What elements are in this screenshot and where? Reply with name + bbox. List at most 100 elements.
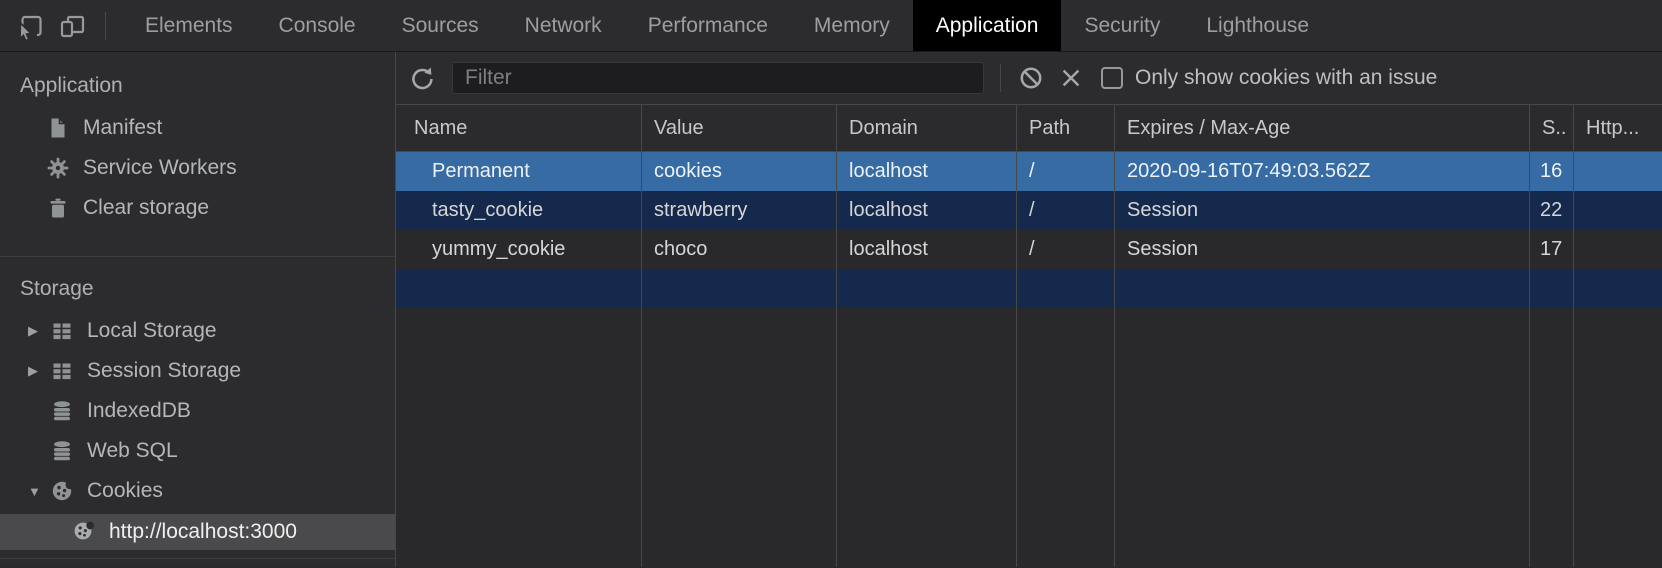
cell-httponly[interactable]: [1574, 191, 1662, 230]
cell-name[interactable]: tasty_cookie: [396, 191, 642, 230]
empty-cell: [837, 269, 1017, 308]
sidebar-section-divider: [0, 256, 395, 257]
empty-cell: [1574, 308, 1662, 567]
tab-application[interactable]: Application: [912, 0, 1062, 51]
table-empty-area: [396, 308, 1662, 567]
cell-domain[interactable]: localhost: [837, 191, 1017, 230]
tab-sources[interactable]: Sources: [401, 13, 479, 37]
cell-expires[interactable]: Session: [1115, 230, 1530, 269]
empty-cell: [1115, 308, 1530, 567]
device-toolbar-icon[interactable]: [57, 9, 87, 43]
cell-value[interactable]: cookies: [642, 152, 837, 191]
database-icon: [50, 439, 74, 463]
column-header-domain[interactable]: Domain: [837, 105, 1017, 151]
cell-value[interactable]: strawberry: [642, 191, 837, 230]
sidebar-item-service-workers[interactable]: Service Workers: [0, 148, 395, 188]
empty-cell: [642, 269, 837, 308]
only-issue-label[interactable]: Only show cookies with an issue: [1135, 66, 1438, 89]
cookie-row-tasty-cookie[interactable]: tasty_cookie strawberry localhost / Sess…: [396, 191, 1662, 230]
empty-cell: [1017, 269, 1115, 308]
sidebar-item-label: Clear storage: [83, 196, 210, 219]
sidebar-item-web-sql[interactable]: Web SQL: [0, 431, 395, 471]
empty-cell: [1530, 308, 1574, 567]
chevron-collapsed-icon[interactable]: ▶: [28, 323, 38, 338]
sidebar-section-title-application: Application: [20, 74, 123, 97]
toolbar-divider: [105, 11, 106, 40]
column-header-httponly[interactable]: Http...: [1586, 117, 1640, 139]
cell-name[interactable]: Permanent: [396, 152, 642, 191]
gear-icon: [46, 156, 70, 180]
column-header-value[interactable]: Value: [642, 105, 837, 151]
chevron-collapsed-icon[interactable]: ▶: [28, 363, 38, 378]
empty-row: [396, 269, 1662, 308]
cell-size[interactable]: 22: [1530, 191, 1574, 230]
clear-all-icon[interactable]: [1011, 60, 1051, 96]
sidebar-item-label: http://localhost:3000: [109, 520, 297, 543]
column-header-expires[interactable]: Expires / Max-Age: [1115, 105, 1530, 151]
cell-name[interactable]: yummy_cookie: [396, 230, 642, 269]
sidebar-item-local-storage[interactable]: ▶ Local Storage: [0, 311, 395, 351]
empty-cell: [837, 308, 1017, 567]
filter-input[interactable]: [452, 62, 984, 94]
column-header-size[interactable]: S..: [1530, 105, 1574, 151]
tab-console[interactable]: Console: [278, 13, 356, 37]
sidebar-item-indexeddb[interactable]: IndexedDB: [0, 391, 395, 431]
sidebar-item-label: Cookies: [87, 479, 163, 502]
cookie-row-yummy-cookie[interactable]: yummy_cookie choco localhost / Session 1…: [396, 230, 1662, 269]
only-issue-checkbox[interactable]: [1101, 67, 1123, 89]
sidebar-item-label: Web SQL: [87, 439, 178, 462]
delete-selected-icon[interactable]: [1051, 60, 1091, 96]
tab-network[interactable]: Network: [524, 13, 602, 37]
refresh-icon[interactable]: [402, 60, 442, 96]
tab-performance[interactable]: Performance: [647, 13, 768, 37]
empty-cell: [1530, 269, 1574, 308]
tab-security[interactable]: Security: [1084, 13, 1161, 37]
cell-domain[interactable]: localhost: [837, 230, 1017, 269]
tab-lighthouse[interactable]: Lighthouse: [1206, 13, 1310, 37]
cell-domain[interactable]: localhost: [837, 152, 1017, 191]
sidebar-item-manifest[interactable]: Manifest: [0, 108, 395, 148]
application-sidebar: Application Manifest Service Workers Cle…: [0, 52, 396, 567]
sidebar-item-cookies[interactable]: ▼ Cookies: [0, 471, 395, 511]
empty-cell: [642, 308, 837, 567]
cell-httponly[interactable]: [1574, 230, 1662, 269]
sidebar-item-label: Session Storage: [87, 359, 242, 382]
cookies-table-header: Name Value Domain Path Expires / Max-Age…: [396, 105, 1662, 152]
cookies-toolbar: Only show cookies with an issue: [396, 52, 1662, 105]
sidebar-item-label: IndexedDB: [87, 399, 191, 422]
table-grid-icon: [50, 359, 74, 383]
empty-cell: [396, 308, 642, 567]
cookies-panel: Only show cookies with an issue Name Val…: [396, 52, 1662, 567]
tab-elements[interactable]: Elements: [145, 13, 233, 37]
cookie-row-permanent[interactable]: Permanent cookies localhost / 2020-09-16…: [396, 152, 1662, 191]
cell-expires[interactable]: 2020-09-16T07:49:03.562Z: [1115, 152, 1530, 191]
empty-cell: [1115, 269, 1530, 308]
cell-path[interactable]: /: [1017, 230, 1115, 269]
column-header-name[interactable]: Name: [396, 105, 642, 151]
cell-expires[interactable]: Session: [1115, 191, 1530, 230]
toolbar-divider: [1000, 64, 1001, 92]
cell-path[interactable]: /: [1017, 191, 1115, 230]
chevron-expanded-icon[interactable]: ▼: [28, 483, 41, 499]
sidebar-item-label: Service Workers: [83, 156, 237, 179]
cookies-table: Name Value Domain Path Expires / Max-Age…: [396, 105, 1662, 567]
sidebar-item-session-storage[interactable]: ▶ Session Storage: [0, 351, 395, 391]
cell-value[interactable]: choco: [642, 230, 837, 269]
column-header-path[interactable]: Path: [1017, 105, 1115, 151]
cell-path[interactable]: /: [1017, 152, 1115, 191]
devtools-tabbar: Elements Console Sources Network Perform…: [0, 0, 1662, 52]
document-icon: [46, 116, 70, 140]
cell-size[interactable]: 16: [1530, 152, 1574, 191]
cell-httponly[interactable]: [1574, 152, 1662, 191]
tab-memory[interactable]: Memory: [813, 13, 890, 37]
inspect-cursor-icon[interactable]: [15, 9, 45, 43]
sidebar-section-title-storage: Storage: [20, 277, 94, 300]
sidebar-divider: [0, 558, 395, 559]
trash-icon: [46, 196, 70, 220]
sidebar-item-clear-storage[interactable]: Clear storage: [0, 188, 395, 228]
cookie-icon: [72, 520, 96, 544]
cell-size[interactable]: 17: [1530, 230, 1574, 269]
sidebar-item-label: Local Storage: [87, 319, 217, 342]
sidebar-item-cookies-localhost-3000[interactable]: http://localhost:3000: [0, 514, 395, 550]
